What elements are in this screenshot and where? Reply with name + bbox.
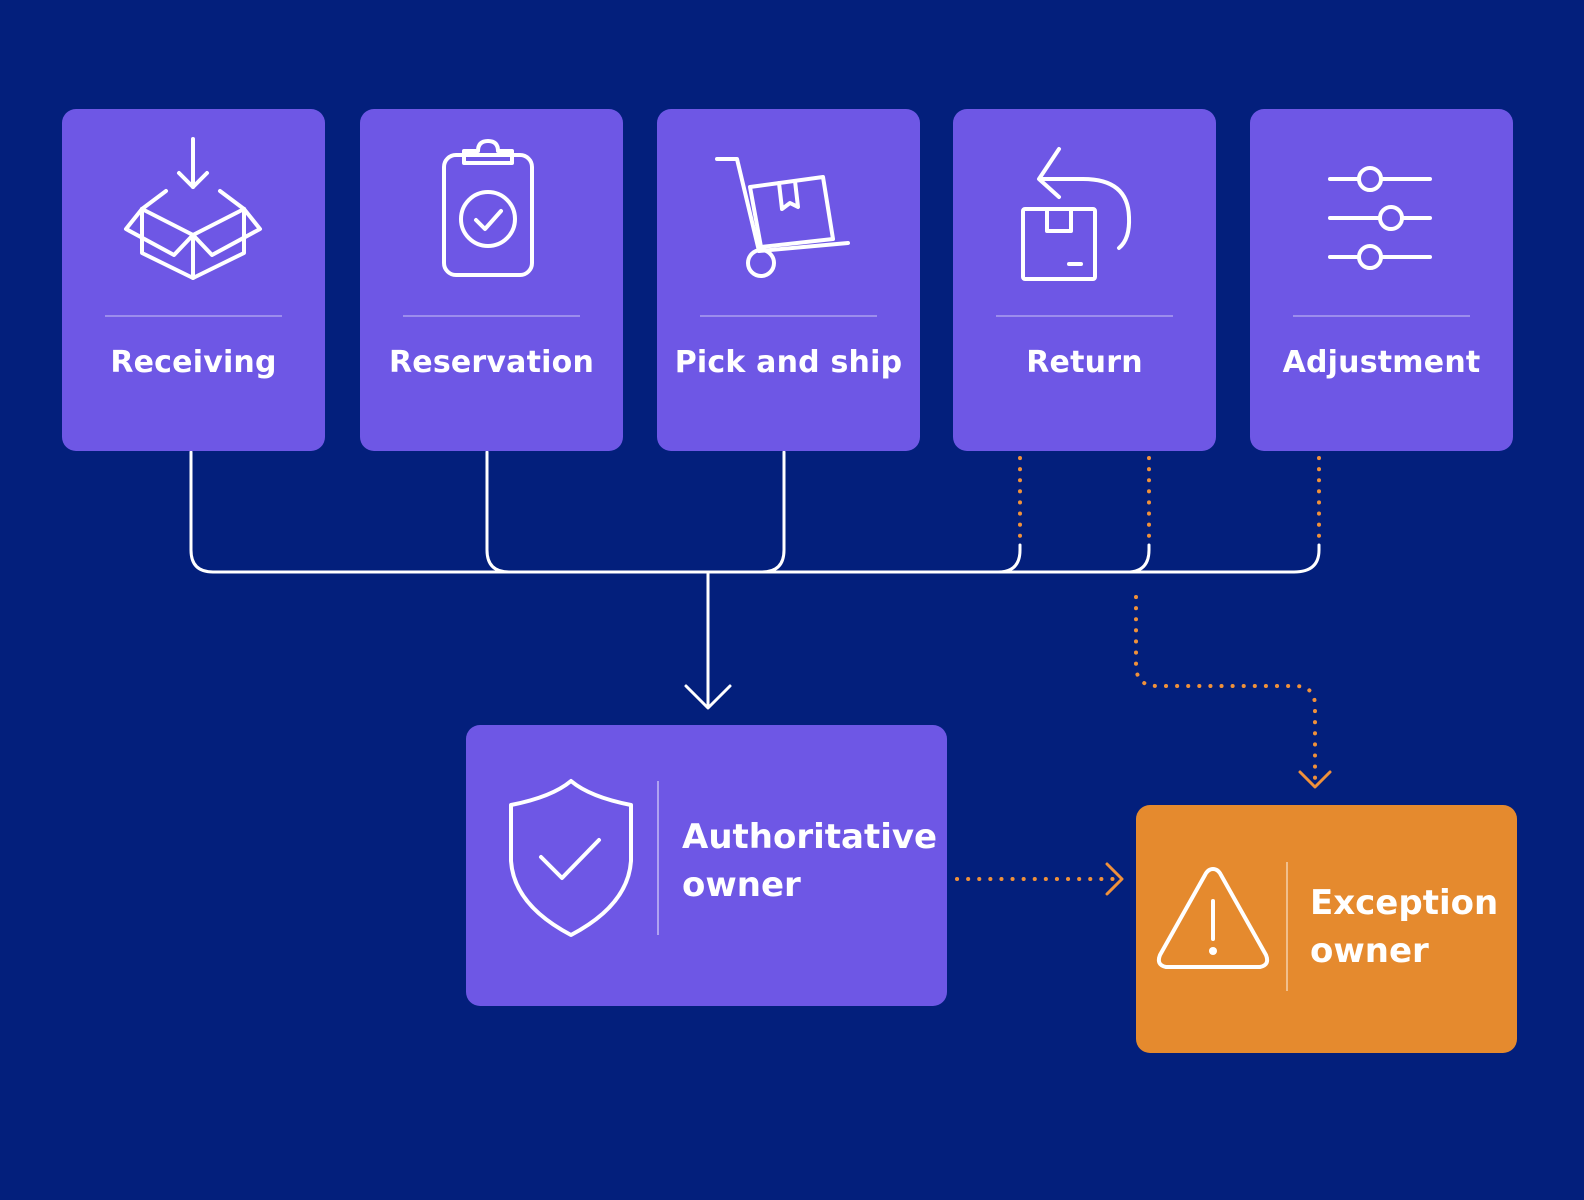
box-receiving-icon	[124, 137, 262, 280]
exception-owner-line2: owner	[1310, 931, 1429, 971]
card-label: Adjustment	[1282, 345, 1481, 380]
arrowhead-exception-top	[1298, 770, 1332, 789]
arrowhead-authoritative	[684, 684, 732, 710]
card-divider	[403, 315, 580, 317]
card-divider	[105, 315, 282, 317]
authoritative-owner-title: Authoritative owner	[682, 813, 937, 909]
connector-adjustment-join	[1125, 543, 1151, 574]
card-receiving: Receiving	[62, 109, 325, 451]
connector-receiving	[189, 450, 1321, 574]
card-reservation: Reservation	[360, 109, 623, 451]
arrowhead-exception-left	[1105, 862, 1124, 896]
connector-return-join	[996, 543, 1022, 574]
connector-pick-and-ship	[760, 450, 786, 574]
card-label: Reservation	[388, 345, 595, 380]
authoritative-owner-box: Authoritative owner	[466, 725, 947, 1006]
exception-owner-box: Exception owner	[1136, 805, 1517, 1053]
sliders-icon	[1328, 166, 1432, 270]
card-divider	[996, 315, 1173, 317]
exception-owner-title: Exception owner	[1310, 879, 1498, 975]
authoritative-owner-line1: Authoritative	[682, 817, 938, 857]
exception-owner-line1: Exception	[1310, 883, 1499, 923]
connector-reservation	[485, 450, 511, 574]
card-return: Return	[953, 109, 1216, 451]
card-label: Pick and ship	[674, 345, 903, 380]
owner-divider	[1286, 862, 1288, 991]
card-label: Return	[1026, 345, 1143, 380]
card-label: Receiving	[110, 345, 277, 380]
shield-check-icon	[509, 779, 633, 937]
clipboard-check-icon	[442, 139, 534, 277]
card-adjustment: Adjustment	[1250, 109, 1513, 451]
card-pick-and-ship: Pick and ship	[657, 109, 920, 451]
hand-truck-icon	[715, 157, 850, 278]
warning-icon	[1156, 867, 1270, 969]
card-divider	[700, 315, 877, 317]
return-box-icon	[1021, 147, 1132, 281]
dashed-to-exception	[1134, 595, 1317, 787]
authoritative-owner-line2: owner	[682, 865, 801, 905]
card-divider	[1293, 315, 1470, 317]
owner-divider	[657, 781, 659, 935]
